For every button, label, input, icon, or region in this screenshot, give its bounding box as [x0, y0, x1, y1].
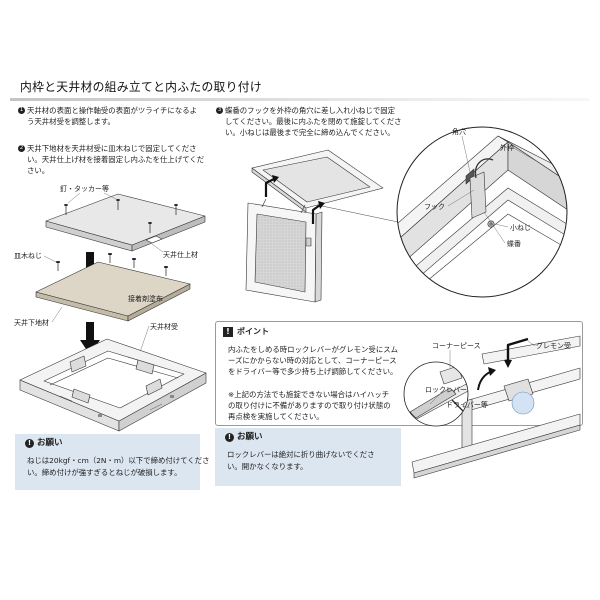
page-title: 内枠と天井材の組み立てと内ふたの取り付け: [20, 80, 262, 94]
label-base-material: 天井下地材: [14, 318, 49, 327]
corner-piece-detail: [439, 365, 463, 385]
figure-lock-adjustment: コーナーピース グレモン受 ロックレバー ドライバー等: [403, 335, 581, 479]
label-hook: フック: [424, 203, 445, 211]
lock-lever: [409, 387, 457, 419]
step-number-icon: 2: [18, 145, 25, 152]
step-text-line: 蝶番のフックを外枠の角穴に差し入れ小ねじで固定: [225, 106, 395, 115]
point-note-line: 再点検を実施してください。: [228, 412, 324, 421]
figure-ceiling-assembly: 釘・タッカー等 天井仕上材 皿木ねじ 接着剤塗布 天井下地材 天井材受: [14, 184, 207, 432]
point-text-line: 内ふたをしめる時ロックレバーがグレモン受にスム: [228, 345, 398, 354]
magnifier-circle: [403, 361, 469, 427]
notice-box-screw-torque: ! お願い ねじは20kgf・cm（2N・m）以下で締め付けてくださ い。締め付…: [15, 434, 209, 490]
magnifier-connector: [321, 205, 399, 223]
arrowhead: [272, 175, 279, 183]
exclamation-circle-icon: !: [225, 433, 234, 442]
step-2: 2 天井下地材を天井材受に皿木ねじで固定してくださ い。天井仕上げ材を接着固定し…: [18, 143, 205, 176]
step-number-icon: 1: [18, 107, 25, 114]
magnified-hinge-detail: [397, 127, 567, 297]
notice-title: お願い: [37, 438, 63, 448]
label-lock-lever: ロックレバー: [425, 386, 467, 394]
label-adhesive: 接着剤塗布: [128, 294, 163, 303]
screw-icons: [55, 252, 169, 276]
step-text-line: さい。: [27, 166, 50, 175]
notice-text-line: ロックレバーは絶対に折り曲げないでくださ: [227, 450, 375, 459]
magnified-lock-detail: [404, 365, 468, 426]
frame-rail: [481, 335, 581, 365]
arrowhead: [318, 201, 325, 209]
highlight-circle: [511, 391, 535, 415]
ceiling-finish-panel: [45, 193, 206, 252]
nail-icons: [64, 199, 178, 233]
label-corner-piece: コーナーピース: [432, 342, 481, 350]
label-gremon-receiver: グレモン受: [536, 341, 571, 350]
step-text-line: 天井材の表面と操作軸受の表面がツライチになるよ: [27, 106, 197, 115]
figure-hinge-install: 角穴 外枠 フック 小ねじ 蝶番: [245, 126, 568, 303]
point-box: ! ポイント 内ふたをしめる時ロックレバーがグレモン受にスム ーズにかからない時…: [215, 321, 583, 426]
point-title: ポイント: [237, 327, 269, 336]
label-hinge: 蝶番: [507, 239, 521, 248]
step-text-line: い。小ねじは最後まで完全に締め込んでください。: [225, 128, 395, 137]
notice-text-line: ねじは20kgf・cm（2N・m）以下で締め付けてくださ: [27, 456, 210, 465]
outer-frame-small: [251, 149, 384, 213]
label-small-screw: 小ねじ: [510, 223, 531, 232]
notice-text: ねじは20kgf・cm（2N・m）以下で締め付けてくださ い。締め付けが強すぎる…: [27, 455, 209, 478]
notice-text: ロックレバーは絶対に折り曲げないでくださ い。開かなくなります。: [227, 449, 375, 472]
hook-arrow-icons: [264, 178, 321, 224]
label-driver: ドライバー等: [446, 400, 488, 409]
point-note-line: ※上記の方法でも施錠できない場合はハイハッチ: [228, 390, 390, 399]
label-nails: 釘・タッカー等: [60, 184, 109, 193]
point-note-line: の取り付けに不備がありますので取り付け状態の: [228, 401, 391, 410]
exclamation-square-icon: !: [223, 327, 233, 337]
ceiling-base-panel: [35, 261, 191, 322]
step-1: 1 天井材の表面と操作軸受の表面がツライチになるよ う天井材受を調整します。: [18, 105, 197, 127]
step-number-icon: 3: [216, 107, 223, 114]
leader-lines: [429, 340, 536, 409]
notice-text-line: い。開かなくなります。: [227, 461, 308, 471]
hook: [474, 158, 494, 179]
magnifier-circle: [396, 126, 568, 298]
point-text-line: をドライバー等で多少持ち上げ調節してください。: [228, 367, 398, 376]
point-note: ※上記の方法でも施錠できない場合はハイハッチ の取り付けに不備がありますので取り…: [228, 389, 391, 422]
inner-frame: [19, 338, 207, 432]
label-material-support: 天井材受: [150, 322, 178, 331]
bold-arrow-icon: [506, 337, 529, 362]
point-text-line: ーズにかからない時の対応として、コーナーピース: [228, 356, 397, 365]
label-square-hole: 角穴: [452, 127, 466, 136]
label-countersunk-screw: 皿木ねじ: [14, 251, 42, 260]
step-text-line: してください。最後に内ふたを閉めて施錠してくださ: [225, 117, 402, 126]
step-text-line: い。天井仕上げ材を接着固定し内ふたを仕上げてくだ: [27, 155, 205, 164]
notice-text-line: い。締め付けが強すぎるとねじが破損します。: [27, 467, 182, 477]
step-3: 3 蝶番のフックを外枠の角穴に差し入れ小ねじで固定 してください。最後に内ふたを…: [216, 105, 402, 138]
leader-lines: [447, 135, 539, 244]
point-text: 内ふたをしめる時ロックレバーがグレモン受にスム ーズにかからない時の対応として、…: [228, 344, 398, 377]
inner-lid-small: [245, 198, 323, 303]
exclamation-circle-icon: !: [25, 439, 34, 448]
step-text-line: 天井下地材を天井材受に皿木ねじで固定してくださ: [27, 144, 197, 153]
label-finish-material: 天井仕上材: [163, 250, 198, 259]
lift-arrow-icon: [477, 371, 491, 391]
notice-box-lock-lever: ! お願い ロックレバーは絶対に折り曲げないでくださ い。開かなくなります。: [215, 428, 401, 486]
hinge-plate: [469, 171, 487, 219]
notice-title: お願い: [237, 432, 263, 442]
title-underline: [10, 98, 590, 101]
label-outer-frame: 外枠: [500, 143, 514, 152]
step-text-line: う天井材受を調整します。: [27, 117, 115, 126]
